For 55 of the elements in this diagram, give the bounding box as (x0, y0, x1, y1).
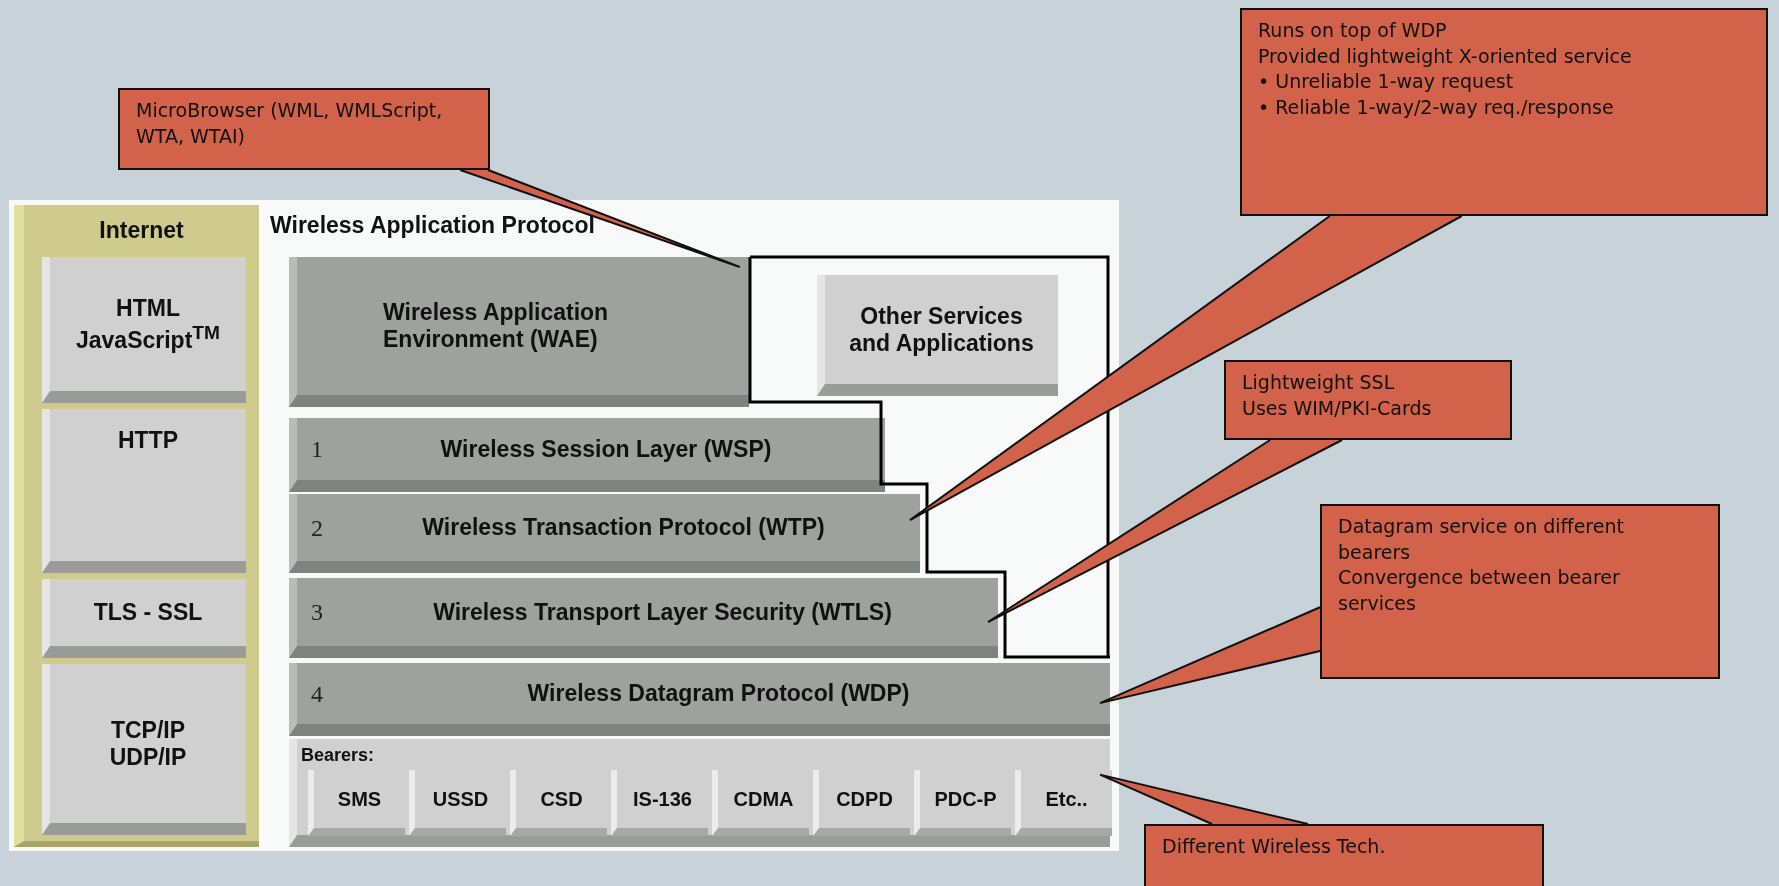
layer-name: Wireless Datagram Protocol (WDP) (527, 680, 910, 707)
layer-name: UDP/IP (109, 743, 187, 771)
callout-box (1320, 504, 1720, 679)
callout-text: • Unreliable 1-way request (1258, 69, 1515, 95)
layer-number: 4 (311, 680, 323, 707)
callout-text: Runs on top of WDP (1258, 18, 1448, 43)
layer-name: HTTP (117, 427, 179, 454)
callout-text: Provided lightweight X-oriented service (1258, 43, 1633, 69)
layer-name: TCP/IP (110, 716, 186, 744)
group-label: Bearers: (301, 745, 375, 766)
layer-name: Wireless Transport Layer Security (WTLS) (433, 598, 892, 626)
layer-name: Wireless Application Environment (WAE) (383, 299, 610, 353)
callout-text: • Reliable 1-way/2-way req./response (1258, 94, 1615, 120)
callout-box (1224, 360, 1512, 440)
layer-block (42, 409, 246, 573)
bearer-name: IS-136 (633, 787, 692, 811)
stack-panel (14, 205, 259, 847)
callout-text: Uses WIM/PKI-Cards (1242, 395, 1433, 421)
panel-heading: Wireless Application Protocol (270, 212, 595, 239)
layer-number: 3 (311, 598, 323, 626)
layer-block (289, 739, 1110, 847)
callout-text: Lightweight SSL (1242, 370, 1396, 395)
callout-box (1240, 8, 1768, 216)
layer-name: JavaScript$^{TM}$ (76, 321, 220, 354)
layer-name: Other Services and Applications (848, 302, 1035, 357)
layer-block (289, 663, 1110, 736)
layer-name: Wireless Session Layer (WSP) (440, 435, 772, 463)
layer-name: HTML (116, 294, 180, 322)
layer-block (289, 418, 885, 492)
layer-block (817, 275, 1058, 396)
bearer-name: Etc.. (1045, 787, 1088, 811)
layer-block (289, 578, 998, 658)
callout-text: Different Wireless Tech. (1162, 834, 1387, 859)
bearer-name: CDMA (733, 787, 794, 811)
bearer-name: PDC-P (934, 787, 997, 811)
callout-text: Convergence between bearer services (1338, 565, 1621, 616)
layer-name: Wireless Transaction Protocol (WTP) (422, 514, 825, 541)
layer-block (42, 257, 246, 403)
bearer-name: USSD (432, 787, 489, 811)
bearer-name: CSD (540, 787, 583, 811)
layer-name: TLS - SSL (93, 599, 203, 626)
bearer-block (1015, 770, 1112, 836)
callout-box (118, 88, 490, 170)
callout-text: MicroBrowser (WML, WMLScript, WTA, WTAI) (136, 98, 444, 149)
bearer-name: SMS (337, 787, 382, 811)
bearer-name: CDPD (836, 787, 893, 811)
layer-number: 1 (311, 435, 323, 463)
panel-heading: Internet (98, 217, 185, 244)
callout-pointer (459, 169, 741, 268)
layer-block (42, 664, 246, 835)
layer-block (42, 579, 246, 658)
layer-block (289, 494, 920, 573)
layer-block (289, 257, 749, 407)
callout-text: Datagram service on different bearers (1338, 514, 1625, 565)
layer-number: 2 (311, 514, 323, 541)
